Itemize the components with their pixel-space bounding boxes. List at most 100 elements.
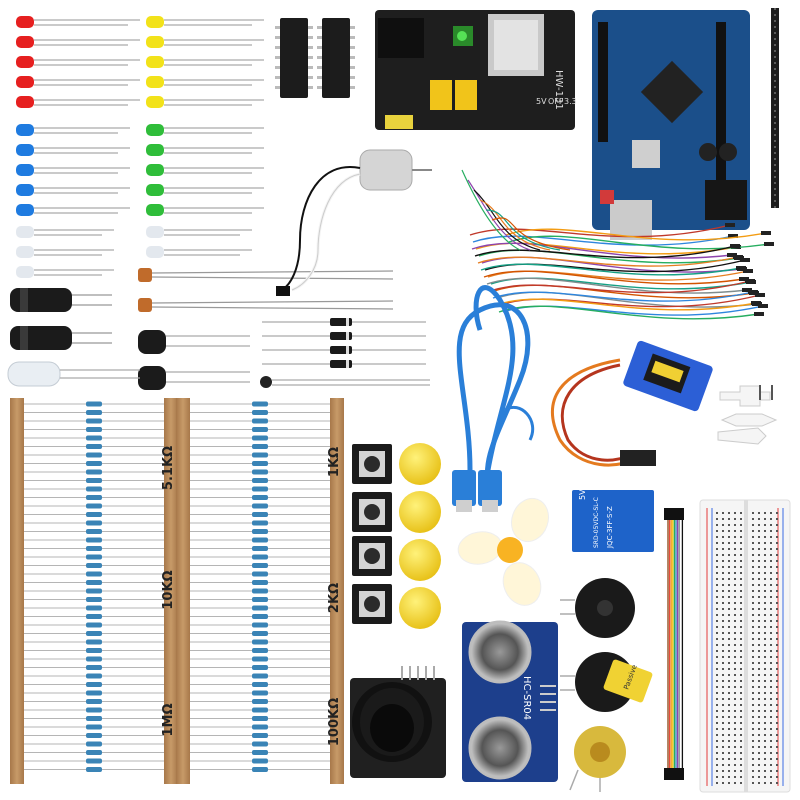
- resistor: [252, 724, 268, 730]
- resistor: [252, 529, 268, 534]
- power-module-label: HW-131: [553, 70, 564, 110]
- led: [146, 246, 164, 258]
- breadboard: [699, 499, 791, 793]
- jumper-wire: [489, 280, 751, 294]
- jumper-wire: [480, 263, 742, 276]
- resistor: [86, 656, 102, 662]
- resistor: [86, 580, 102, 585]
- resistor: [86, 733, 102, 738]
- resistor: [252, 563, 268, 568]
- resistor-tape: [164, 398, 178, 784]
- resistor: [252, 427, 268, 432]
- jumper-wire: [486, 277, 748, 294]
- jumper-wire: [472, 235, 734, 246]
- resistor-strips: [10, 398, 344, 784]
- led-yellow-group: [146, 16, 264, 108]
- resistor: [252, 486, 268, 492]
- resistor: [86, 758, 102, 764]
- relay-text-3: JQC-3FF-S-Z: [606, 506, 614, 549]
- led: [146, 204, 164, 216]
- tactile-buttons: [352, 444, 392, 624]
- resistor-label-1m: 1MΩ: [161, 703, 176, 736]
- power-5v-label: 5V: [536, 97, 547, 106]
- led: [146, 184, 164, 196]
- resistor: [252, 503, 268, 509]
- resistor: [252, 554, 268, 560]
- resistor: [86, 571, 102, 577]
- led: [146, 36, 164, 48]
- resistor: [86, 767, 102, 772]
- jumper-wire: [479, 199, 551, 251]
- jumper-wire: [495, 298, 757, 311]
- jumper-wire: [469, 224, 731, 238]
- led: [16, 164, 34, 176]
- resistor: [252, 478, 268, 483]
- led-green-group: [146, 124, 264, 216]
- servo-horns: [717, 385, 778, 445]
- led-blue-group: [16, 124, 130, 216]
- jumper-wire: [498, 305, 760, 320]
- led: [16, 204, 34, 216]
- led: [16, 36, 34, 48]
- resistor: [252, 571, 268, 577]
- resistor: [86, 588, 102, 594]
- header-pins: [771, 8, 779, 208]
- resistor: [86, 690, 102, 696]
- power-33-label: 3.3: [564, 97, 577, 106]
- resistor: [252, 741, 268, 747]
- resistor-label-1k: 1KΩ: [327, 447, 342, 477]
- resistor: [86, 520, 102, 526]
- led: [146, 56, 164, 68]
- resistor: [252, 580, 268, 585]
- resistor: [86, 597, 102, 602]
- relay-text-1: 5VDC: [578, 477, 587, 500]
- jumper-wires: [461, 169, 774, 320]
- resistor: [252, 435, 268, 441]
- resistor: [86, 486, 102, 492]
- resistor: [252, 537, 268, 543]
- joystick-module: [350, 666, 446, 778]
- resistor: [86, 444, 102, 449]
- resistor: [252, 622, 268, 628]
- resistor: [252, 452, 268, 458]
- led: [16, 96, 34, 108]
- resistor: [86, 537, 102, 543]
- jumper-wire: [483, 270, 745, 285]
- resistor: [252, 673, 268, 679]
- resistor-label-100k: 100KΩ: [327, 698, 342, 746]
- resistor-tape: [330, 398, 344, 784]
- resistor: [86, 554, 102, 560]
- led: [16, 246, 34, 258]
- led: [16, 16, 34, 28]
- resistor: [86, 546, 102, 551]
- resistor: [86, 529, 102, 534]
- resistor-label-5k1: 5.1KΩ: [161, 446, 176, 490]
- photoresistors: [138, 268, 394, 312]
- resistor: [252, 631, 268, 636]
- yellow-button-caps: [399, 443, 441, 629]
- electrolytic-capacitors: [10, 288, 250, 390]
- led: [16, 76, 34, 88]
- led: [146, 76, 164, 88]
- resistor: [86, 673, 102, 679]
- resistor: [86, 418, 102, 424]
- potentiometer: [569, 726, 626, 792]
- led: [146, 124, 164, 136]
- led: [16, 144, 34, 156]
- resistor: [252, 665, 268, 670]
- jumper-wire: [491, 217, 571, 251]
- usb-cable: [452, 285, 535, 512]
- resistor-tape: [10, 398, 24, 784]
- resistor: [252, 495, 268, 500]
- resistor: [86, 605, 102, 611]
- resistor: [86, 724, 102, 730]
- led: [146, 16, 164, 28]
- resistor: [252, 758, 268, 764]
- button-cap: [399, 587, 441, 629]
- resistor: [86, 469, 102, 475]
- resistor: [252, 682, 268, 687]
- resistor: [86, 452, 102, 458]
- dc-motor: [276, 149, 432, 296]
- resistor: [86, 614, 102, 619]
